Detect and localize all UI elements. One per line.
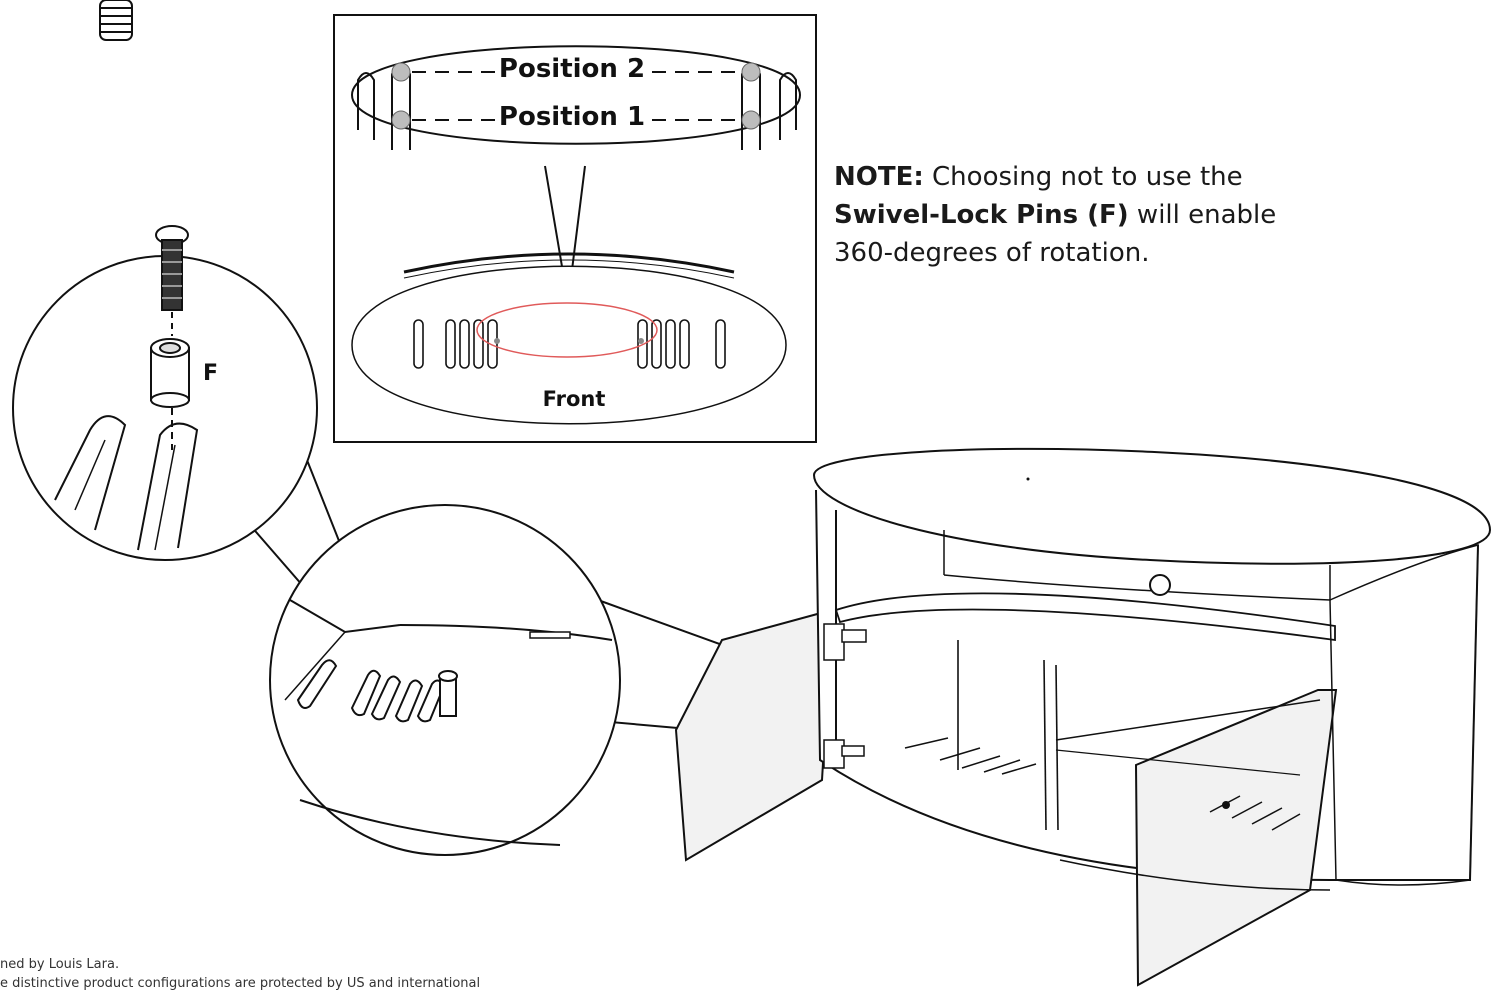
pin-letter-label: F <box>203 361 218 386</box>
tv-stand <box>674 447 1492 987</box>
cabinet-slots <box>904 737 1301 831</box>
position-inset: Position 2 Position 1 Front <box>333 14 817 443</box>
highlight-ellipse <box>476 302 658 358</box>
note-text-2: will enable <box>1128 200 1277 230</box>
screw <box>155 225 189 311</box>
bolt-fragment <box>99 0 133 41</box>
footer-line-1: ned by Louis Lara. <box>0 957 120 972</box>
rotation-note: NOTE: Choosing not to use the Swivel-Loc… <box>834 158 1294 272</box>
footer-text: ned by Louis Lara. e distinctive product… <box>0 955 480 993</box>
note-label: NOTE: <box>834 162 924 192</box>
slot-detail-slots <box>296 659 446 723</box>
note-text-1: Choosing not to use the <box>923 162 1243 192</box>
front-label: Front <box>543 387 606 411</box>
position-1-label: Position 1 <box>499 102 645 132</box>
note-pin-label: Swivel-Lock Pins (F) <box>834 200 1129 230</box>
position-pins <box>391 62 761 130</box>
position-guides <box>412 71 740 121</box>
swivel-lock-pin <box>150 338 190 408</box>
hinges <box>823 623 867 769</box>
position-2-label: Position 2 <box>499 54 645 84</box>
base-slots <box>413 319 726 369</box>
note-text-3: 360-degrees of rotation. <box>834 238 1150 268</box>
footer-line-2: e distinctive product configurations are… <box>0 976 481 991</box>
inserted-pin <box>438 670 458 717</box>
left-door <box>674 608 834 862</box>
